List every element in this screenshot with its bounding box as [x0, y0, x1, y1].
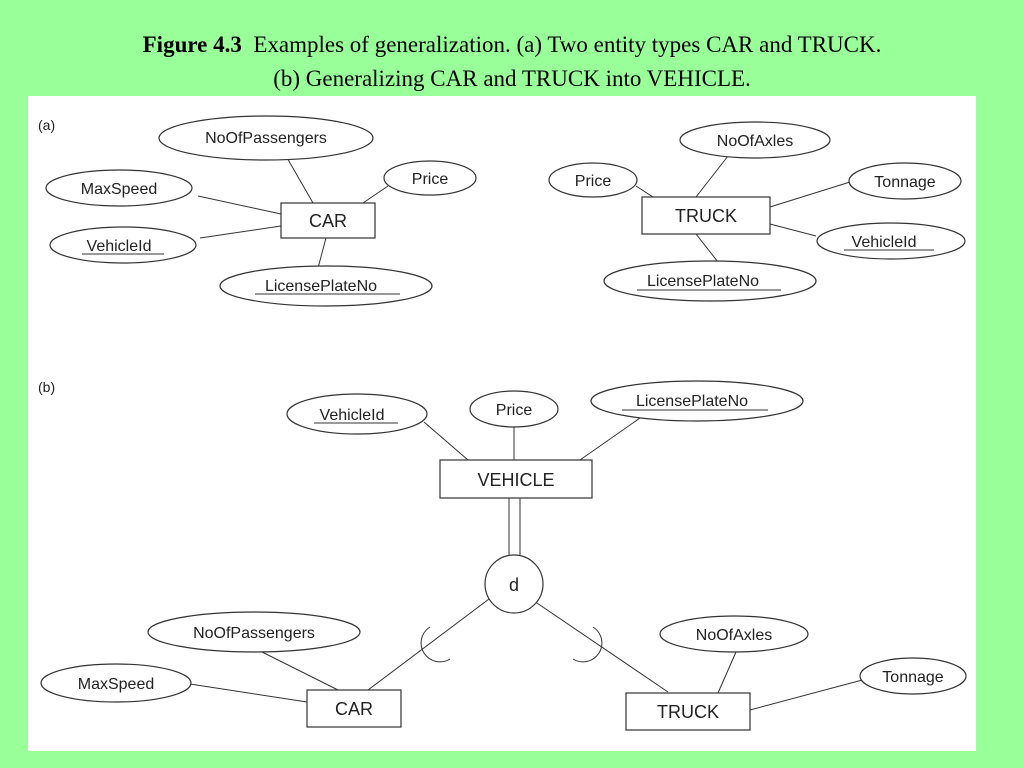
caption-line-2: (b) Generalizing CAR and TRUCK into VEHI…	[273, 66, 751, 91]
edge-car-maxspeed	[197, 195, 282, 215]
entity-b-car: CAR	[306, 689, 402, 728]
attr-label: Price	[412, 171, 449, 188]
edge-car-price	[362, 185, 389, 204]
edge-truck-tonnage	[769, 181, 851, 208]
attr-b-truck-axles: NoOfAxles	[659, 615, 809, 653]
attr-label: Price	[575, 173, 612, 190]
attr-b-car-passengers: NoOfPassengers	[147, 611, 361, 653]
attr-a-truck-price: Price	[548, 162, 638, 198]
entity-label: CAR	[335, 699, 373, 719]
entity-a-truck: TRUCK	[641, 196, 771, 235]
attr-label: MaxSpeed	[78, 676, 155, 693]
caption-line-1: Figure 4.3 Examples of generalization. (…	[0, 28, 1024, 62]
figure-label: Figure 4.3	[142, 32, 242, 57]
entity-b-truck: TRUCK	[625, 692, 751, 731]
edge-disjoint-car	[367, 595, 494, 691]
attr-label: LicensePlateNo	[647, 273, 759, 290]
edge-b-car-passengers	[257, 649, 339, 691]
edge-vehicle-vehicleid	[423, 421, 469, 461]
attr-label: NoOfPassengers	[193, 625, 315, 642]
edge-b-truck-tonnage	[749, 678, 867, 711]
entity-label: CAR	[309, 211, 347, 231]
subset-symbol-truck	[572, 626, 603, 663]
attr-a-truck-tonnage: Tonnage	[848, 162, 962, 200]
attr-a-car-license-key: LicensePlateNo	[219, 265, 433, 307]
attr-label: LicensePlateNo	[636, 393, 748, 410]
panel-a-label: (a)	[38, 117, 55, 133]
attr-b-truck-tonnage: Tonnage	[859, 657, 967, 695]
entity-a-car: CAR	[280, 202, 376, 239]
attr-label: NoOfPassengers	[205, 130, 327, 147]
edge-b-car-maxspeed	[189, 683, 308, 703]
attr-label: Tonnage	[874, 174, 935, 191]
diagram-panel: (a) NoOfPassengers MaxSpeed Price Vehicl…	[28, 96, 976, 751]
attr-label: VehicleId	[852, 234, 917, 251]
attr-a-truck-vehicleid-key: VehicleId	[816, 222, 966, 260]
edge-car-passengers	[285, 155, 314, 204]
attr-b-vehicle-vehicleid-key: VehicleId	[286, 393, 428, 435]
caption-text-1: Examples of generalization. (a) Two enti…	[253, 32, 882, 57]
attr-b-car-maxspeed: MaxSpeed	[40, 663, 192, 703]
entity-label: TRUCK	[657, 702, 719, 722]
entity-label: VEHICLE	[477, 470, 554, 490]
panel-b-label: (b)	[38, 379, 55, 395]
attr-label: MaxSpeed	[81, 181, 158, 198]
edge-car-vehicleid	[199, 225, 282, 239]
attr-label: VehicleId	[87, 238, 152, 255]
disjoint-circle: d	[484, 554, 544, 614]
attr-a-car-maxspeed: MaxSpeed	[45, 169, 193, 207]
attr-label: Tonnage	[882, 669, 943, 686]
attr-b-vehicle-price: Price	[469, 390, 559, 428]
attr-label: NoOfAxles	[717, 133, 793, 150]
entity-label: TRUCK	[675, 206, 737, 226]
attr-a-truck-axles: NoOfAxles	[679, 121, 831, 159]
edge-truck-axles	[695, 155, 729, 198]
entity-b-vehicle: VEHICLE	[439, 459, 593, 499]
attr-label: Price	[496, 402, 533, 419]
edge-truck-license	[695, 233, 719, 263]
edge-car-license	[317, 237, 327, 269]
attr-label: LicensePlateNo	[265, 278, 377, 295]
attr-b-vehicle-license-key: LicensePlateNo	[590, 380, 804, 422]
edge-b-truck-axles	[717, 651, 737, 694]
attr-a-car-passengers: NoOfPassengers	[158, 115, 374, 161]
er-diagram: (a) NoOfPassengers MaxSpeed Price Vehicl…	[38, 115, 967, 731]
attr-a-truck-license-key: LicensePlateNo	[603, 260, 817, 302]
attr-a-car-vehicleid-key: VehicleId	[49, 226, 197, 264]
edge-disjoint-truck	[533, 600, 669, 693]
subset-symbol-car	[420, 626, 451, 663]
disjoint-label: d	[509, 575, 519, 595]
attr-label: VehicleId	[320, 407, 385, 424]
attr-a-car-price: Price	[383, 160, 477, 196]
edge-truck-vehicleid	[769, 223, 817, 237]
figure-caption: Figure 4.3 Examples of generalization. (…	[0, 28, 1024, 96]
attr-label: NoOfAxles	[696, 627, 772, 644]
edge-vehicle-license	[579, 417, 641, 461]
edge-truck-price	[635, 185, 654, 198]
